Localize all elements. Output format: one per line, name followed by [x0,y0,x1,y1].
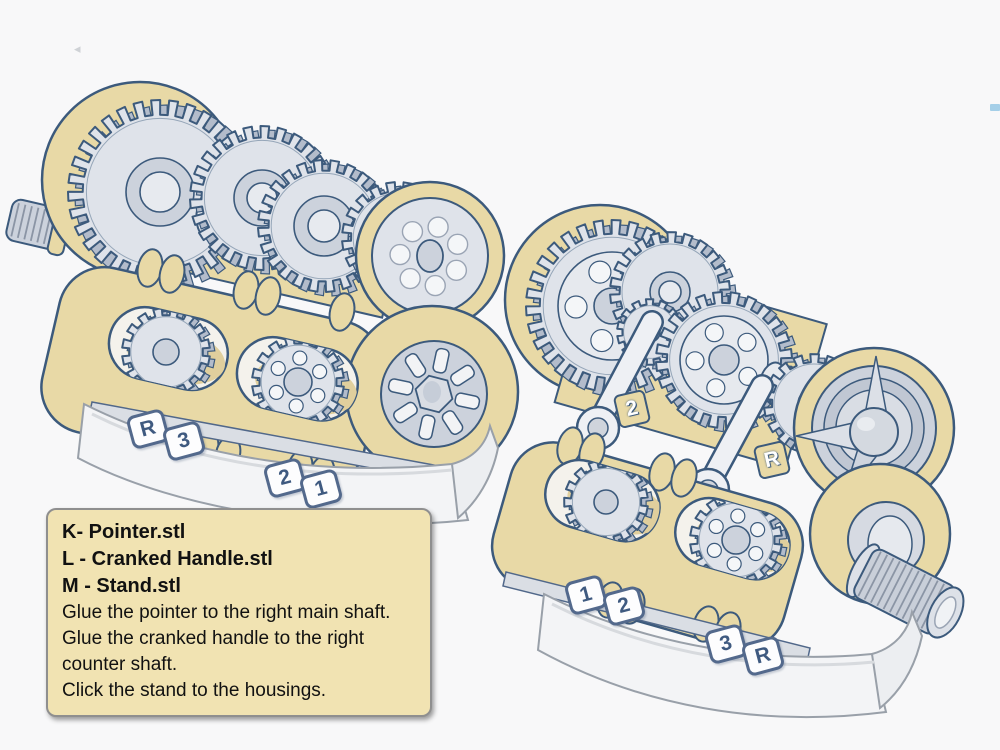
note-instruction-2: Glue the cranked handle to the right cou… [62,628,365,675]
right-gear-4 [655,291,799,433]
pointer-dial [792,346,956,510]
left-window-2 [235,335,359,428]
note-line-k: K- Pointer.stl [62,521,186,543]
left-gearbox-assembly[interactable] [4,80,520,526]
cranked-handle-icon [845,543,965,639]
instruction-note[interactable]: K- Pointer.stl L - Cranked Handle.stl M … [46,508,432,717]
note-line-l: L - Cranked Handle.stl [62,548,273,570]
left-flywheel [354,180,506,332]
note-line-m: M - Stand.stl [62,575,181,597]
right-window-1 [544,458,665,548]
note-instruction-1: Glue the pointer to the right main shaft… [62,602,391,623]
note-instruction-3: Click the stand to the housings. [62,680,327,701]
cursor-artifact: ◂ [74,41,81,56]
right-gearbox-assembly[interactable] [482,203,972,719]
selector-star-wheel [380,340,488,448]
blue-edge-artifact [990,104,1000,111]
